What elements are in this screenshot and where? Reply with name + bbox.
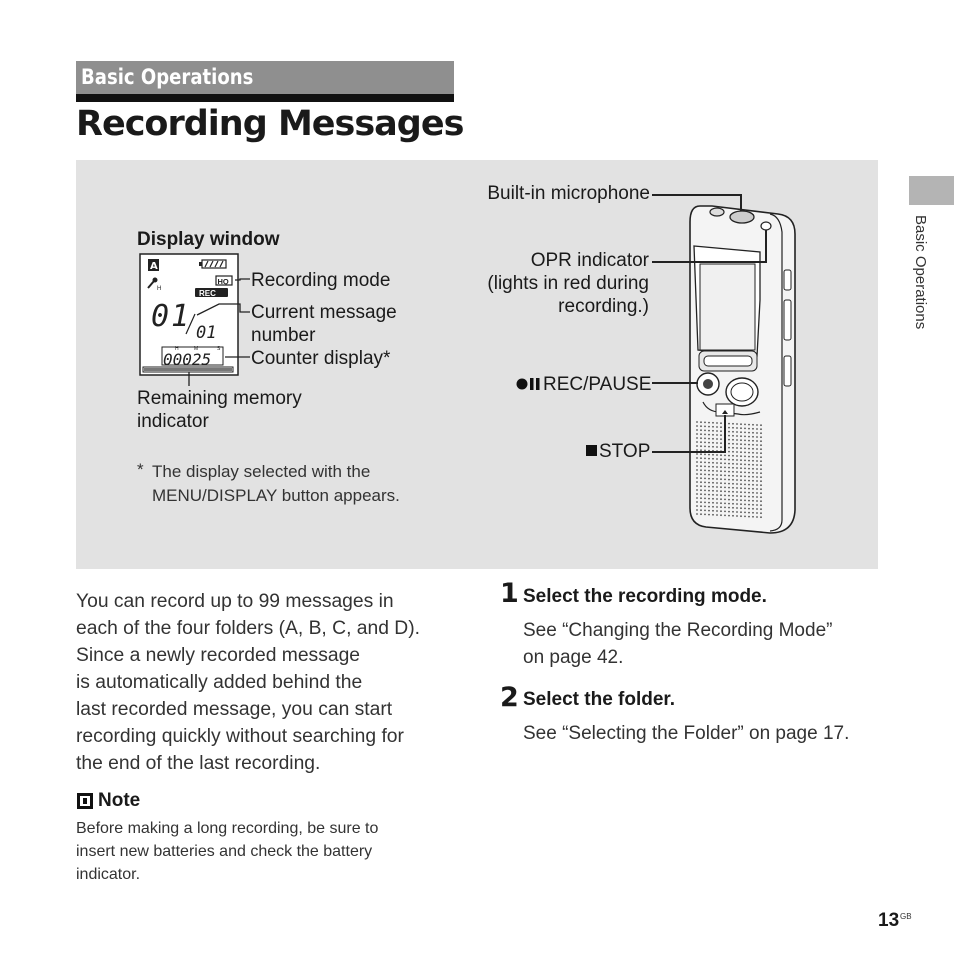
intro-paragraph: You can record up to 99 messages in each… — [76, 588, 456, 777]
page-title: Recording Messages — [76, 104, 464, 144]
intro-line: the end of the last recording. — [76, 753, 321, 774]
side-tab — [909, 176, 954, 205]
footnote: The display selected with the MENU/DISPL… — [152, 460, 400, 508]
lcd-counter: 00025 — [163, 350, 211, 369]
lcd-display: A H HQ REC 01 01 H M S 00025 — [139, 253, 239, 376]
lcd-folder-text: A — [150, 261, 158, 272]
step-2-body-line: See “Selecting the Folder” on page 17. — [523, 723, 850, 744]
label-display-window: Display window — [137, 229, 280, 250]
footnote-line2: MENU/DISPLAY button appears. — [152, 486, 400, 505]
lcd-mic-sub: H — [157, 286, 161, 292]
step-2-title: Select the folder. — [523, 689, 676, 710]
label-counter-display: Counter display* — [251, 348, 391, 369]
rec-pause-symbol — [516, 378, 540, 390]
page-number-suffix: GB — [900, 912, 912, 921]
label-opr-indicator-line3: recording.) — [558, 296, 649, 317]
intro-line: You can record up to 99 messages in — [76, 591, 394, 612]
footnote-marker: * — [137, 460, 144, 479]
label-current-message-line2: number — [251, 325, 316, 346]
label-current-message-line1: Current message — [251, 302, 397, 323]
intro-line: each of the four folders (A, B, C, and D… — [76, 618, 421, 639]
step-1-body-line: on page 42. — [523, 647, 624, 668]
mic-icon — [147, 277, 158, 289]
label-built-in-microphone: Built-in microphone — [487, 183, 650, 204]
page-number: 13 — [878, 910, 900, 931]
intro-line: recording quickly without searching for — [76, 726, 404, 747]
label-opr-indicator-line2: (lights in red during — [487, 273, 649, 294]
intro-line: Since a newly recorded message — [76, 645, 361, 666]
note-heading: Note — [98, 790, 141, 811]
battery-icon — [199, 259, 227, 269]
microphone-icon — [729, 210, 755, 224]
footnote-line1: The display selected with the — [152, 462, 371, 481]
note-line: indicator. — [76, 866, 141, 883]
note-line: Before making a long recording, be sure … — [76, 820, 379, 837]
play-button — [725, 377, 759, 407]
label-rec-pause: REC/PAUSE — [543, 374, 652, 395]
jack-icon — [709, 207, 725, 217]
lcd-small-number: 01 — [196, 323, 216, 343]
lcd-hq: HQ — [218, 277, 229, 286]
step-1-number: 1 — [500, 578, 519, 609]
voice-recorder-device — [689, 205, 796, 534]
step-1-body: See “Changing the Recording Mode” on pag… — [523, 617, 832, 671]
speaker-grille — [696, 421, 762, 519]
step-2-number: 2 — [500, 682, 519, 713]
label-stop: STOP — [599, 441, 651, 462]
intro-line: is automatically added behind the — [76, 672, 363, 693]
lcd-rec: REC — [199, 289, 216, 298]
stop-symbol — [586, 445, 597, 456]
step-2-body: See “Selecting the Folder” on page 17. — [523, 720, 849, 747]
folder-indicator — [148, 259, 159, 271]
note-line: insert new batteries and check the batte… — [76, 843, 373, 860]
device-screen — [699, 263, 756, 351]
lcd-h: H — [175, 346, 179, 352]
side-tab-label: Basic Operations — [912, 215, 929, 330]
label-remaining-memory-line2: indicator — [137, 411, 209, 432]
lcd-s: S — [217, 346, 221, 352]
section-header: Basic Operations — [76, 61, 454, 94]
step-1-title: Select the recording mode. — [523, 586, 767, 607]
label-remaining-memory-line1: Remaining memory — [137, 388, 302, 409]
note-icon — [77, 793, 93, 809]
section-rule — [76, 94, 454, 102]
section-header-label: Basic Operations — [81, 65, 254, 89]
note-text: Before making a long recording, be sure … — [76, 817, 378, 886]
label-opr-indicator-line1: OPR indicator — [530, 250, 649, 271]
lcd-big-number: 01 — [151, 299, 191, 334]
lcd-m: M — [194, 346, 198, 352]
label-recording-mode: Recording mode — [251, 270, 391, 291]
step-1-body-line: See “Changing the Recording Mode” — [523, 620, 833, 641]
intro-line: last recorded message, you can start — [76, 699, 393, 720]
opr-indicator-icon — [760, 221, 772, 231]
